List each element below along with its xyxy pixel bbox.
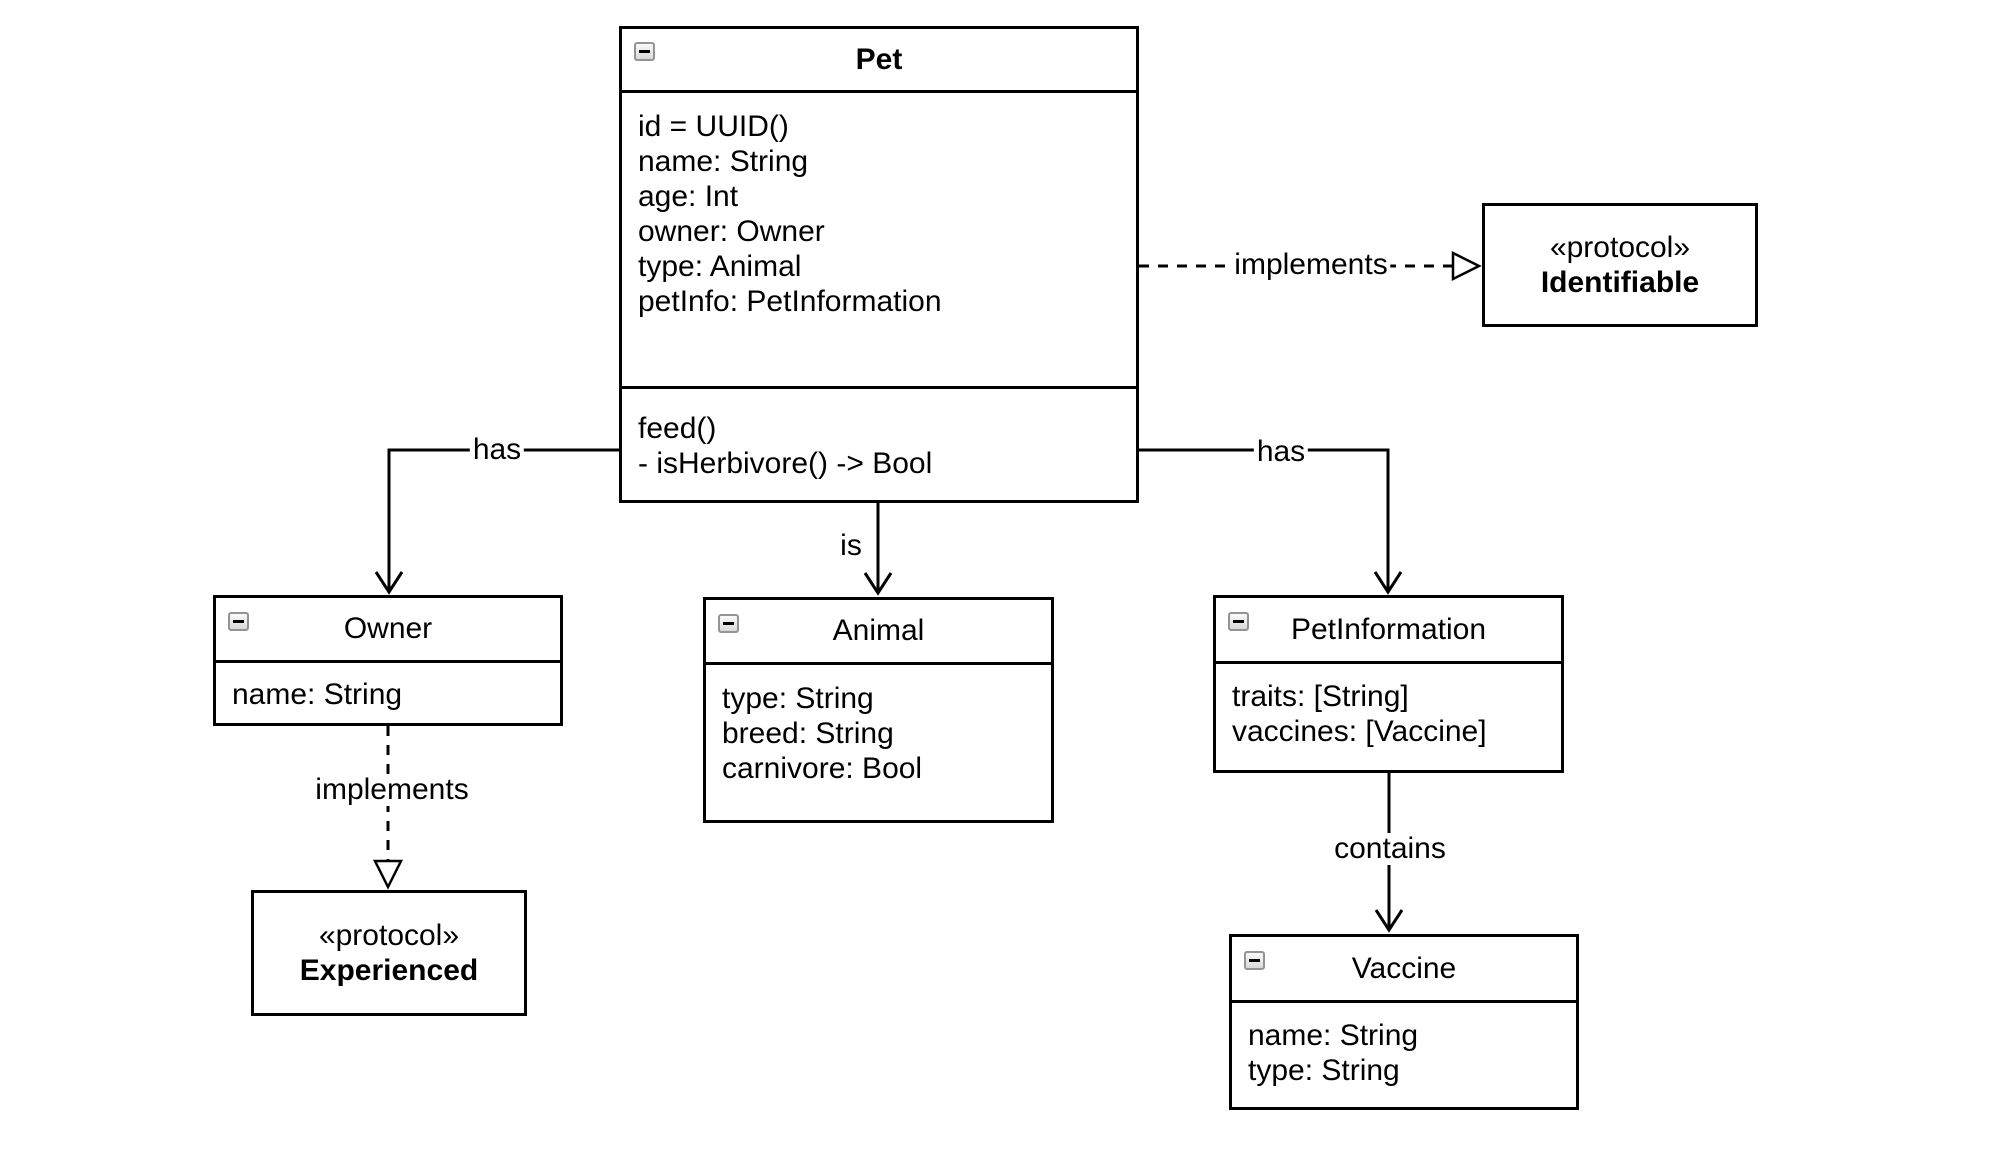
attribute-line: name: String: [232, 678, 403, 711]
class-header-vaccine: Vaccine: [1232, 937, 1576, 1003]
class-title-petinformation: PetInformation: [1290, 612, 1487, 646]
attribute-line: type: String: [1248, 1054, 1400, 1087]
edge-pet-identifiable-hollow-triangle-arrowhead: [1451, 250, 1482, 282]
method-line: - isHerbivore() -> Bool: [638, 447, 933, 480]
edge-label-is: is: [837, 530, 865, 562]
collapse-minus-icon[interactable]: [1228, 612, 1249, 631]
petinformation-attributes-section: traits: [String] vaccines: [Vaccine]: [1216, 664, 1561, 773]
protocol-title-identifiable: Identifiable: [1540, 266, 1700, 299]
class-title-owner: Owner: [343, 612, 433, 645]
attribute-line: type: String: [722, 682, 874, 715]
protocol-title-experienced: Experienced: [299, 954, 479, 987]
class-box-petinformation[interactable]: PetInformation traits: [String] vaccines…: [1213, 595, 1564, 773]
class-box-owner[interactable]: Owner name: String: [213, 595, 563, 726]
class-box-animal[interactable]: Animal type: String breed: String carniv…: [703, 597, 1054, 823]
class-header-petinformation: PetInformation: [1216, 598, 1561, 664]
edge-owner-experienced-hollow-triangle-arrowhead: [372, 859, 404, 890]
edge-pet-owner-open-arrowhead: [374, 571, 404, 595]
attribute-line: id = UUID(): [638, 110, 789, 143]
vaccine-attributes-section: name: String type: String: [1232, 1003, 1576, 1110]
minus-glyph: [233, 620, 244, 623]
edge-label-has-left: has: [469, 434, 525, 466]
protocol-box-identifiable[interactable]: «protocol» Identifiable: [1482, 203, 1758, 327]
class-header-owner: Owner: [216, 598, 560, 663]
attribute-line: name: String: [1248, 1019, 1419, 1052]
attribute-line: type: Animal: [638, 250, 802, 283]
protocol-stereotype: «protocol»: [318, 919, 460, 952]
attribute-line: vaccines: [Vaccine]: [1232, 715, 1487, 748]
class-box-vaccine[interactable]: Vaccine name: String type: String: [1229, 934, 1579, 1110]
edge-label-contains: contains: [1331, 833, 1449, 865]
owner-attributes-section: name: String: [216, 663, 560, 726]
edge-pet-petinformation-line: [1139, 448, 1390, 591]
minus-glyph: [723, 622, 734, 625]
protocol-box-experienced[interactable]: «protocol» Experienced: [251, 890, 527, 1016]
collapse-minus-icon[interactable]: [1244, 951, 1265, 970]
method-line: feed(): [638, 412, 717, 445]
class-title-pet: Pet: [855, 42, 903, 76]
collapse-minus-icon[interactable]: [228, 612, 249, 631]
attribute-line: carnivore: Bool: [722, 752, 923, 785]
pet-methods-section: feed() - isHerbivore() -> Bool: [622, 389, 1136, 503]
collapse-minus-icon[interactable]: [718, 614, 739, 633]
class-title-vaccine: Vaccine: [1351, 951, 1457, 985]
edge-pet-animal-open-arrowhead: [863, 572, 893, 596]
attribute-line: petInfo: PetInformation: [638, 285, 942, 318]
animal-attributes-section: type: String breed: String carnivore: Bo…: [706, 665, 1051, 823]
minus-glyph: [1249, 959, 1260, 962]
class-header-animal: Animal: [706, 600, 1051, 665]
edge-petinformation-vaccine-open-arrowhead: [1374, 909, 1404, 933]
attribute-line: age: Int: [638, 180, 739, 213]
attribute-line: name: String: [638, 145, 809, 178]
protocol-stereotype: «protocol»: [1549, 231, 1691, 264]
pet-attributes-section: id = UUID() name: String age: Int owner:…: [622, 93, 1136, 389]
edge-pet-petinformation-open-arrowhead: [1373, 571, 1403, 595]
class-box-pet[interactable]: Pet id = UUID() name: String age: Int ow…: [619, 26, 1139, 503]
class-header-pet: Pet: [622, 29, 1136, 93]
attribute-line: owner: Owner: [638, 215, 825, 248]
edge-pet-owner-line: [387, 448, 619, 591]
minus-glyph: [1233, 620, 1244, 623]
collapse-minus-icon[interactable]: [634, 42, 655, 61]
class-title-animal: Animal: [832, 614, 925, 647]
edge-label-implements-experienced: implements: [312, 774, 472, 806]
edge-label-implements-identifiable: implements: [1231, 249, 1391, 281]
minus-glyph: [639, 50, 650, 53]
edge-label-has-right: has: [1253, 436, 1309, 468]
attribute-line: traits: [String]: [1232, 680, 1409, 713]
attribute-line: breed: String: [722, 717, 894, 750]
